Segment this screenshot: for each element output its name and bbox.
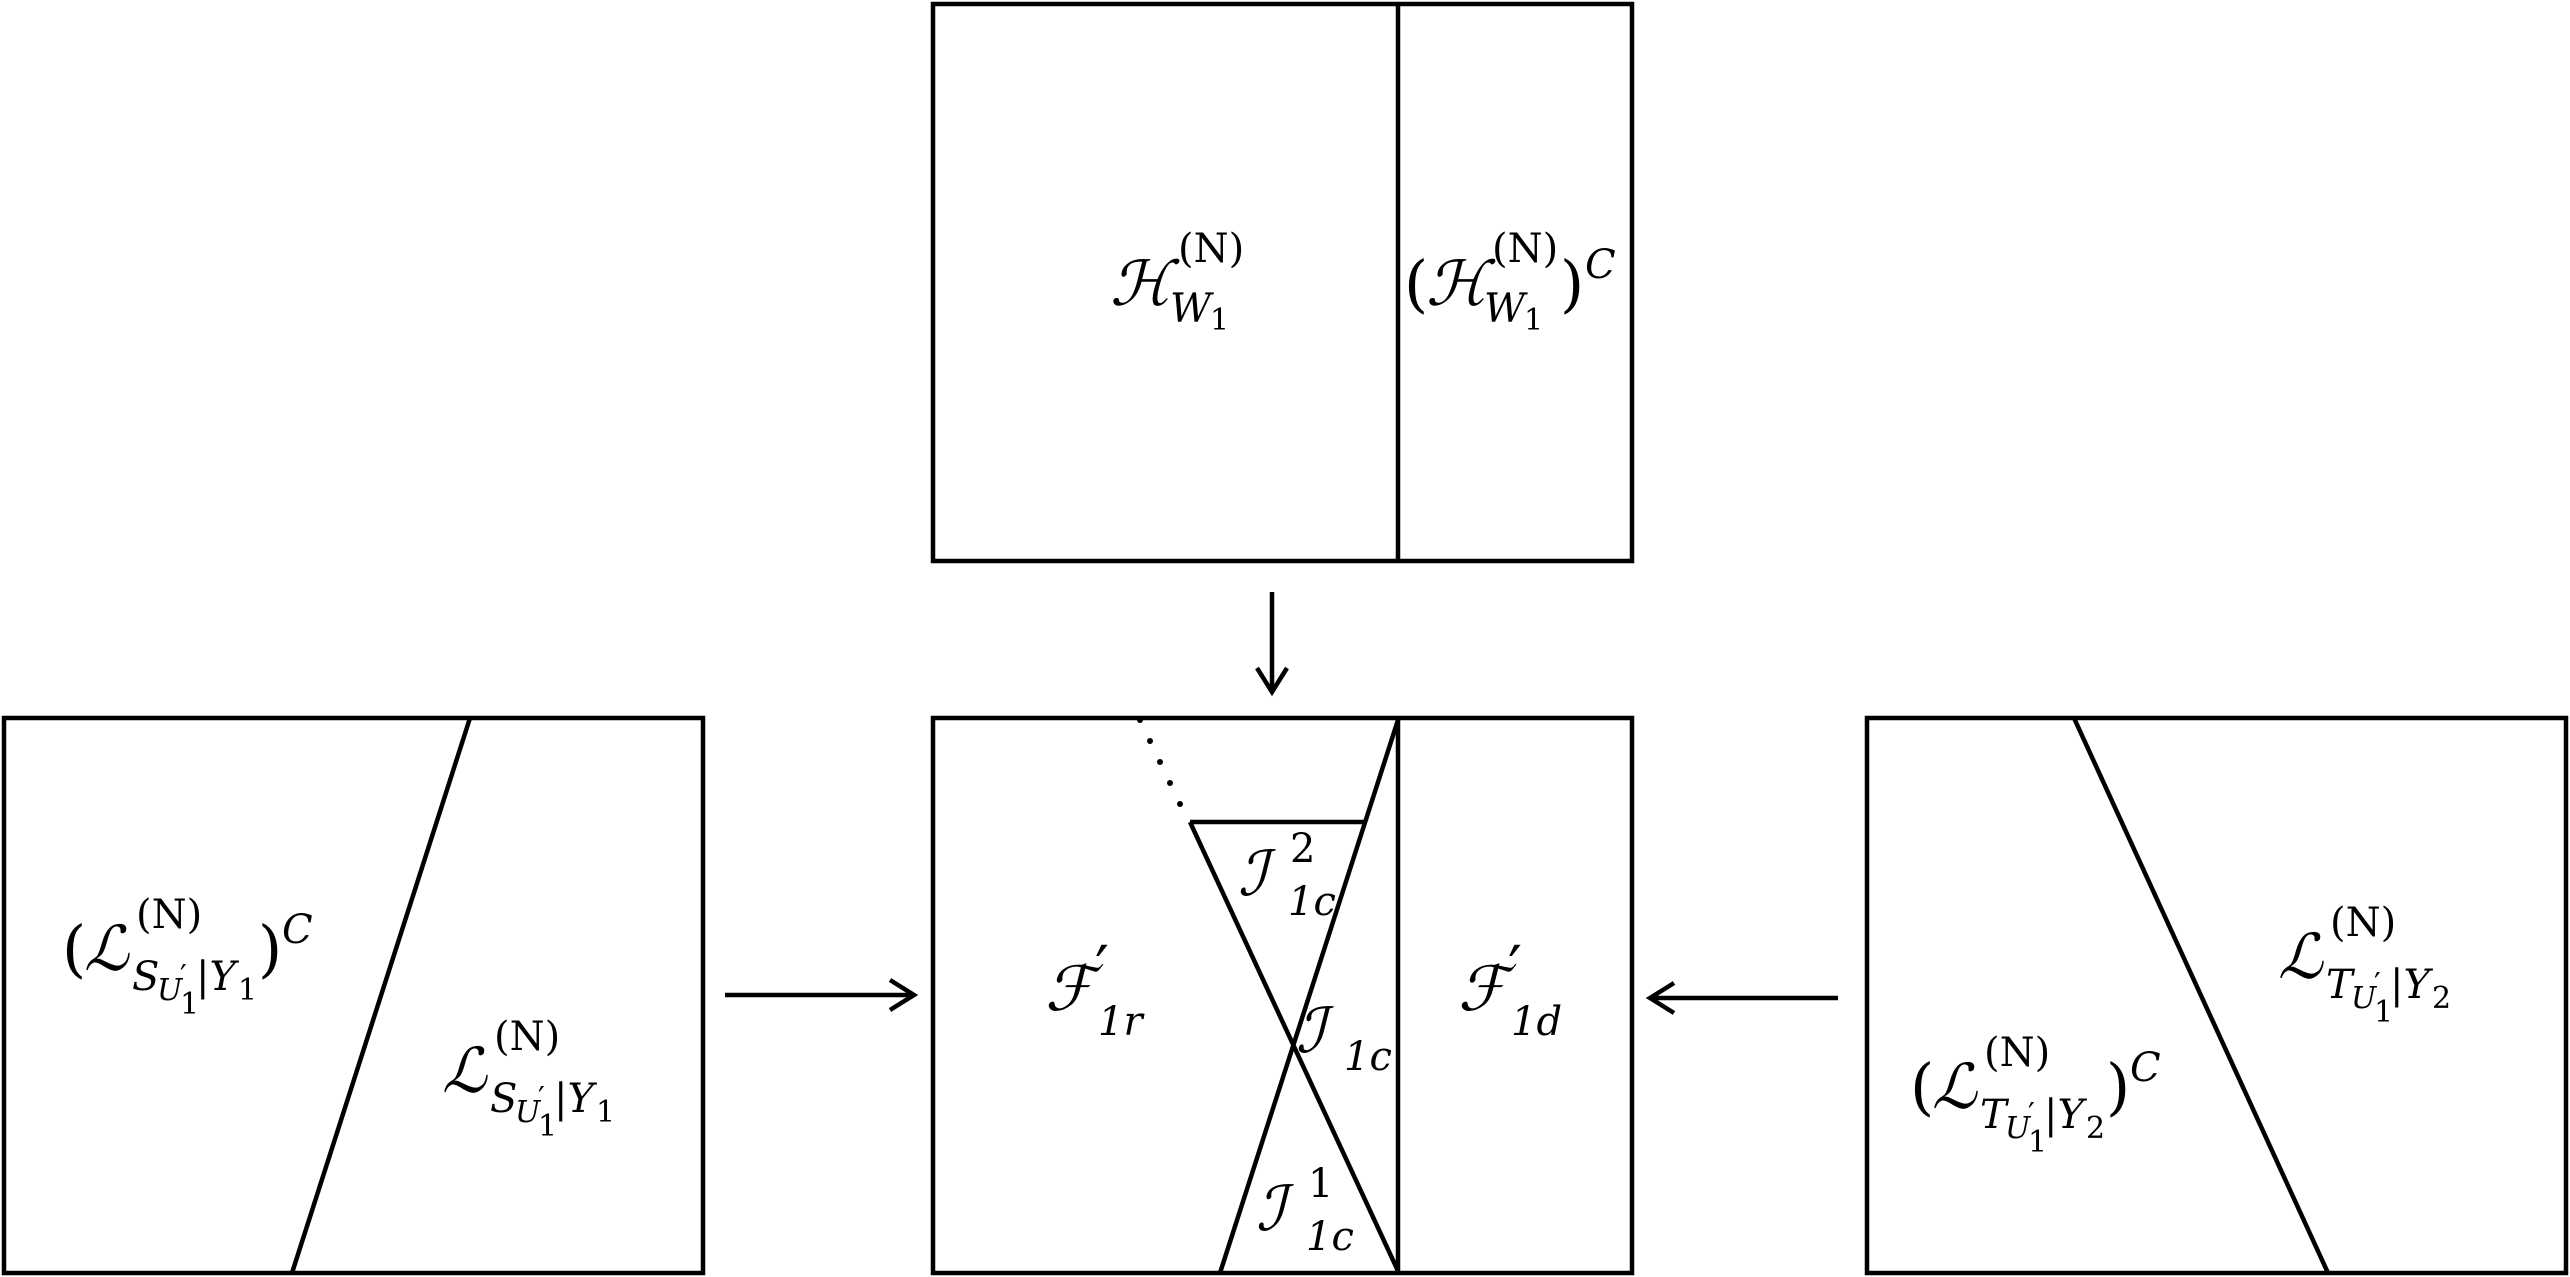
left-arrow xyxy=(1645,981,1838,1015)
right-complement-label: ( ℒ (N) T U ′ 1 |Y 2 ) C xyxy=(1910,1030,2161,1160)
left-complement-label: ( ℒ (N) S U ′ 1 |Y 1 ) C xyxy=(62,892,313,1022)
left-box-divider xyxy=(289,717,473,1274)
i1c-top-label: ℐ 2 1c xyxy=(1238,826,1336,925)
top-left-label: ℋ (N) W 1 xyxy=(1110,226,1249,338)
i1c-bottom-label: ℐ 1 1c xyxy=(1256,1161,1354,1260)
f1d-label: ℱ ′ 1d xyxy=(1458,932,1562,1045)
f1r-label: ℱ ′ 1r xyxy=(1045,932,1145,1045)
down-arrow xyxy=(1255,592,1289,697)
center-box: ℱ ′ 1r ℱ ′ 1d ℐ 1c ℐ 2 1c ℐ 1 1c xyxy=(930,715,1635,1276)
right-arrow xyxy=(725,978,919,1012)
dotted-extension xyxy=(1137,717,1183,807)
right-box-divider xyxy=(2071,717,2331,1274)
right-box: ℒ (N) T U ′ 1 |Y 2 ( ℒ (N) T U ′ 1 |Y 2 … xyxy=(1864,715,2569,1276)
i1c-label: ℐ 1c xyxy=(1296,994,1392,1080)
top-box-frame xyxy=(930,1,1635,564)
top-box: ℋ (N) W 1 ( ℋ (N) W 1 ) C xyxy=(930,1,1635,564)
left-box-frame xyxy=(1,715,706,1276)
hourglass-line-b xyxy=(1187,821,1401,1272)
right-box-frame xyxy=(1864,715,2569,1276)
left-label: ℒ (N) S U ′ 1 |Y 1 xyxy=(442,1014,615,1144)
center-box-frame xyxy=(930,715,1635,1276)
left-box: ( ℒ (N) S U ′ 1 |Y 1 ) C ℒ (N) S U ′ 1 |… xyxy=(1,715,706,1276)
top-right-label: ( ℋ (N) W 1 ) C xyxy=(1404,226,1616,338)
right-label: ℒ (N) T U ′ 1 |Y 2 xyxy=(2278,900,2451,1030)
hourglass-line-a xyxy=(1217,719,1401,1274)
